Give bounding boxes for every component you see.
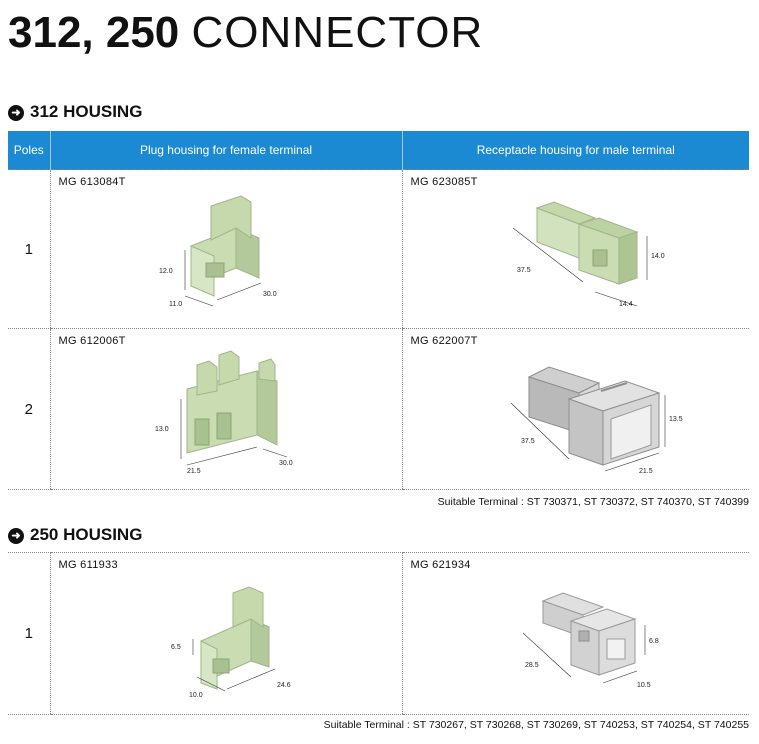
housing-image: 6.8 28.5 10.5 bbox=[522, 592, 659, 689]
dim-label: 37.5 bbox=[521, 438, 535, 445]
dim-label: 28.5 bbox=[525, 662, 539, 669]
title-light: CONNECTOR bbox=[191, 8, 484, 57]
housing-image: 6.5 24.6 10.0 bbox=[171, 586, 291, 699]
dim-label: 13.5 bbox=[669, 416, 683, 423]
table-row: 1 MG 611933 6.5 24.6 10.0 MG 621934 bbox=[8, 552, 749, 715]
dim-label: 21.5 bbox=[187, 468, 201, 475]
dim-label: 37.5 bbox=[517, 267, 531, 274]
housing-image: 13.0 21.5 30.0 bbox=[155, 350, 293, 475]
section-312-heading: ➜ 312 HOUSING bbox=[8, 101, 142, 123]
receptacle-cell: MG 622007T 13.5 37.5 21.5 bbox=[401, 328, 749, 490]
receptacle-cell: MG 621934 6.8 28.5 10.5 bbox=[401, 552, 749, 715]
receptacle-cell: MG 623085T 14.0 37.5 14.4 bbox=[401, 169, 749, 329]
dim-label: 6.8 bbox=[649, 638, 659, 645]
poles-cell: 2 bbox=[8, 328, 50, 490]
part-number: MG 622007T bbox=[410, 335, 478, 347]
dim-label: 12.0 bbox=[159, 268, 173, 275]
col-receptacle: Receptacle housing for male terminal bbox=[401, 131, 749, 170]
part-number: MG 623085T bbox=[410, 176, 478, 188]
section-312-title: 312 HOUSING bbox=[30, 102, 143, 121]
dim-label: 10.5 bbox=[637, 682, 651, 689]
section-250-heading: ➜ 250 HOUSING bbox=[8, 524, 142, 546]
dim-label: 6.5 bbox=[171, 644, 181, 651]
part-number: MG 613084T bbox=[58, 176, 126, 188]
dim-label: 14.0 bbox=[651, 253, 665, 260]
dim-label: 21.5 bbox=[639, 468, 653, 475]
col-poles: Poles bbox=[8, 131, 50, 170]
title-bold: 312, 250 bbox=[8, 8, 180, 57]
poles-cell: 1 bbox=[8, 552, 50, 715]
plug-cell: MG 613084T 12.0 30.0 11.0 bbox=[49, 169, 402, 329]
dim-label: 24.6 bbox=[277, 682, 291, 689]
table-row: 2 MG 612006T 13.0 21.5 30.0 MG 622007T bbox=[8, 328, 749, 490]
table-250: 1 MG 611933 6.5 24.6 10.0 MG 621934 bbox=[8, 552, 749, 715]
part-number: MG 611933 bbox=[58, 559, 118, 571]
plug-cell: MG 612006T 13.0 21.5 30.0 bbox=[49, 328, 402, 490]
dim-label: 30.0 bbox=[263, 291, 277, 298]
dim-label: 14.4 bbox=[619, 301, 633, 308]
dim-label: 30.0 bbox=[279, 460, 293, 467]
dim-label: 10.0 bbox=[189, 692, 203, 699]
page-title: 312, 250 CONNECTOR bbox=[8, 6, 483, 60]
dim-label: 13.0 bbox=[155, 426, 169, 433]
section-250-title: 250 HOUSING bbox=[30, 525, 143, 544]
arrow-circle-icon: ➜ bbox=[8, 528, 24, 544]
table-header: Poles Plug housing for female terminal R… bbox=[8, 131, 749, 170]
poles-cell: 1 bbox=[8, 169, 50, 329]
col-plug: Plug housing for female terminal bbox=[49, 131, 402, 170]
table-row: 1 MG 613084T 12.0 30.0 11.0 MG 623085T bbox=[8, 169, 749, 329]
suitable-terminal-250: Suitable Terminal : ST 730267, ST 730268… bbox=[323, 719, 749, 731]
housing-image: 12.0 30.0 11.0 bbox=[159, 195, 277, 308]
housing-image: 14.0 37.5 14.4 bbox=[512, 201, 665, 308]
part-number: MG 621934 bbox=[410, 559, 471, 571]
part-number: MG 612006T bbox=[58, 335, 126, 347]
arrow-circle-icon: ➜ bbox=[8, 105, 24, 121]
housing-image: 13.5 37.5 21.5 bbox=[510, 366, 683, 475]
table-312: Poles Plug housing for female terminal R… bbox=[8, 131, 749, 490]
plug-cell: MG 611933 6.5 24.6 10.0 bbox=[49, 552, 402, 715]
dim-label: 11.0 bbox=[169, 301, 182, 308]
suitable-terminal-312: Suitable Terminal : ST 730371, ST 730372… bbox=[437, 496, 749, 508]
